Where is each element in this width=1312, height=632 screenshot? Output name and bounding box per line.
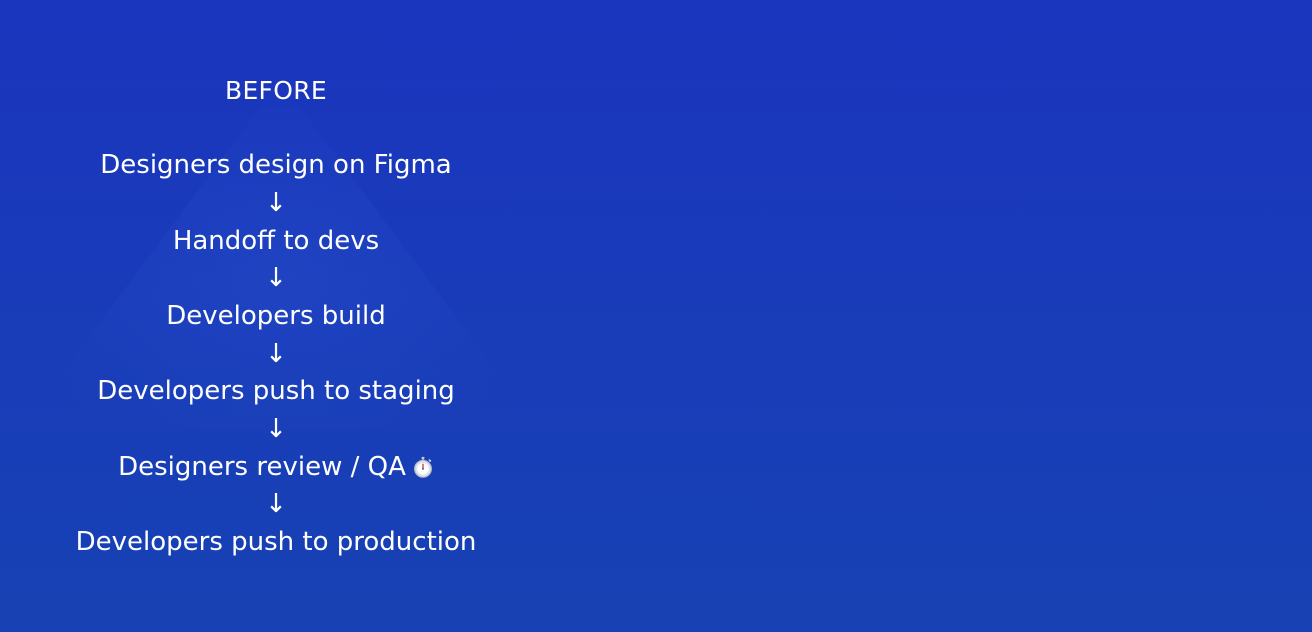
- down-arrow-icon: ↓: [265, 263, 287, 293]
- down-arrow-icon: ↓: [265, 414, 287, 444]
- stopwatch-icon: [413, 456, 432, 478]
- step-design-on-figma: Designers design on Figma: [0, 148, 552, 182]
- process-flow: BEFORE Designers design on Figma ↓ Hando…: [0, 0, 552, 632]
- step-label: Designers design on Figma: [100, 150, 452, 180]
- step-push-to-production: Developers push to production: [0, 525, 552, 559]
- step-label: Developers push to production: [75, 527, 477, 557]
- step-label: Handoff to devs: [172, 226, 380, 256]
- down-arrow-icon: ↓: [265, 188, 287, 218]
- step-handoff: Handoff to devs: [0, 224, 552, 258]
- step-review-qa: Designers review / QA: [0, 450, 552, 484]
- step-label: Designers review / QA: [118, 452, 406, 482]
- step-label: Developers push to staging: [97, 376, 455, 406]
- step-label: Developers build: [166, 301, 386, 331]
- flow-title: BEFORE: [225, 76, 327, 105]
- down-arrow-icon: ↓: [265, 339, 287, 369]
- step-developers-build: Developers build: [0, 299, 552, 333]
- down-arrow-icon: ↓: [265, 489, 287, 519]
- step-push-to-staging: Developers push to staging: [0, 374, 552, 408]
